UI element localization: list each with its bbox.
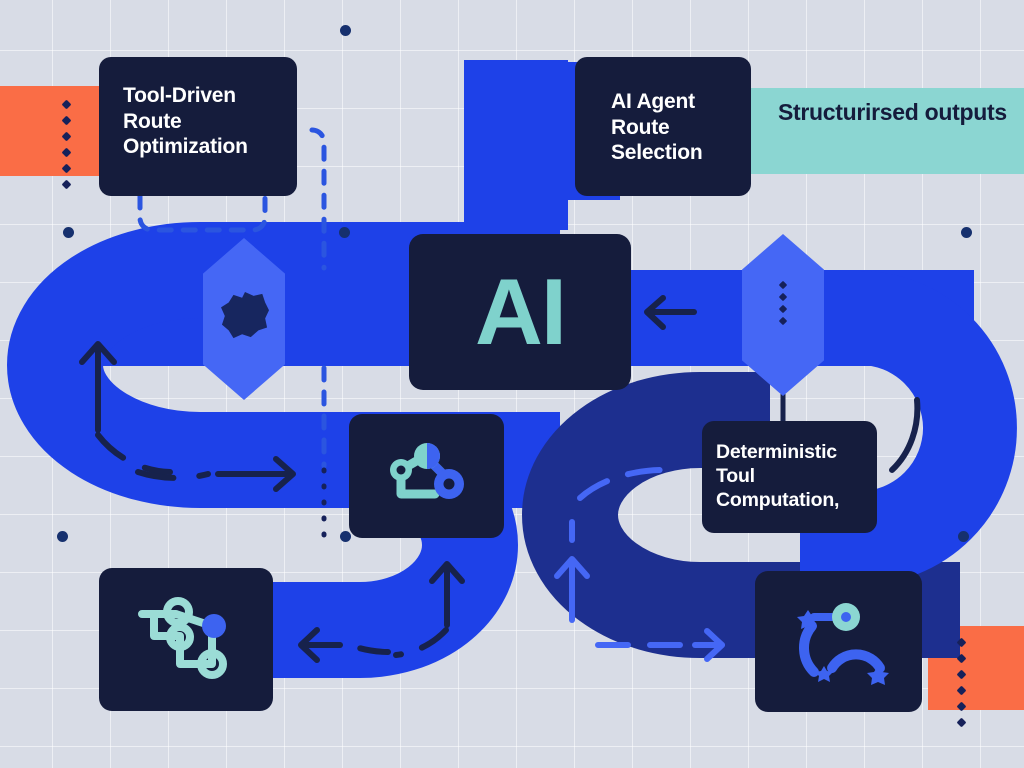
accent-band-teal xyxy=(748,88,1024,174)
arrow-left-icon xyxy=(644,295,697,330)
grid-dot xyxy=(961,227,972,238)
route-network-icon xyxy=(138,596,227,679)
dot-column-left xyxy=(61,99,72,190)
dot-column-right xyxy=(956,637,967,728)
arrow-left-icon xyxy=(298,627,391,663)
grid-dot xyxy=(340,25,351,36)
icon-tile-node-graph[interactable] xyxy=(349,414,504,538)
grid-dot xyxy=(57,531,68,542)
grid-dot xyxy=(958,531,969,542)
grid-dot xyxy=(339,227,350,238)
dashed-vertical-guide xyxy=(309,127,327,469)
arrow-right-icon xyxy=(135,456,296,492)
vertical-dots-icon xyxy=(778,280,788,326)
arrow-up-icon xyxy=(554,467,663,623)
icon-tile-route-network[interactable] xyxy=(99,568,273,711)
node-graph-icon xyxy=(389,443,464,499)
arrow-up-icon xyxy=(79,341,173,475)
ai-badge-tile[interactable]: AI xyxy=(409,234,631,390)
ai-label: AI xyxy=(475,259,567,364)
blob-icon xyxy=(221,292,269,339)
grid-dot xyxy=(63,227,74,238)
label-card-deterministic-toul-computation[interactable]: Deterministic Toul Computation, xyxy=(702,421,877,533)
hex-marker-right[interactable] xyxy=(742,234,824,396)
orbit-sparkle-icon xyxy=(796,602,889,685)
label-card-ai-agent-route-selection[interactable]: AI Agent Route Selection xyxy=(575,57,751,196)
arrow-right-icon xyxy=(595,628,725,662)
icon-tile-orbit-sparkle[interactable] xyxy=(755,571,922,712)
accent-band-orange-left xyxy=(0,86,116,176)
teal-band-label: Structurirsed outputs xyxy=(778,99,1007,125)
label-card-tool-driven-route-optimization[interactable]: Tool-Driven Route Optimization xyxy=(99,57,297,196)
curve-accent xyxy=(889,397,921,473)
dashed-connector xyxy=(137,193,268,233)
grid-dot xyxy=(340,531,351,542)
arrow-up-icon xyxy=(393,561,465,658)
hex-marker-left[interactable] xyxy=(203,238,285,400)
